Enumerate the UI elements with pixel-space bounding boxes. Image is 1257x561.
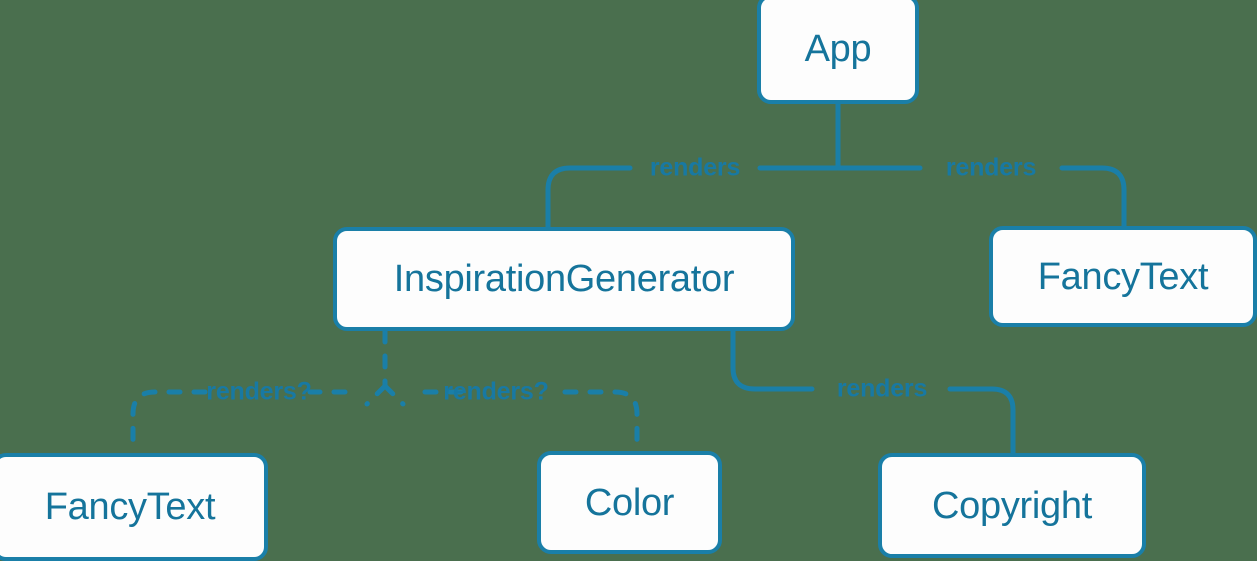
node-copyright[interactable]: Copyright xyxy=(878,453,1146,558)
node-inspiration-generator-label: InspirationGenerator xyxy=(393,258,735,300)
node-app[interactable]: App xyxy=(757,0,919,104)
edge-inspirationgenerator-to-fancytext-left xyxy=(130,383,388,456)
node-color[interactable]: Color xyxy=(537,451,722,554)
node-fancytext-right-label: FancyText xyxy=(1037,255,1209,298)
edge-inspirationgenerator-to-color xyxy=(382,383,640,454)
node-color-label: Color xyxy=(584,481,675,524)
node-fancytext-left[interactable]: FancyText xyxy=(0,453,268,561)
edge-label-app-to-fancytext-right: renders xyxy=(945,153,1037,182)
node-copyright-label: Copyright xyxy=(932,484,1092,527)
node-fancytext-right[interactable]: FancyText xyxy=(989,226,1257,327)
edge-label-inspirationgenerator-to-fancytext-left: renders? xyxy=(206,377,312,406)
node-inspiration-generator[interactable]: InspirationGenerator xyxy=(333,227,795,331)
edge-label-inspirationgenerator-to-color: renders? xyxy=(443,377,549,406)
edge-label-inspirationgenerator-to-copyright: renders xyxy=(836,374,928,403)
node-fancytext-left-label: FancyText xyxy=(44,486,216,528)
edge-app-to-fancytext-right xyxy=(835,165,1127,229)
node-app-label: App xyxy=(804,28,872,70)
edge-label-app-to-inspirationgenerator: renders xyxy=(649,153,741,182)
edge-app-to-inspirationgenerator xyxy=(545,165,841,230)
edge-inspirationgenerator-to-copyright xyxy=(730,328,1016,456)
